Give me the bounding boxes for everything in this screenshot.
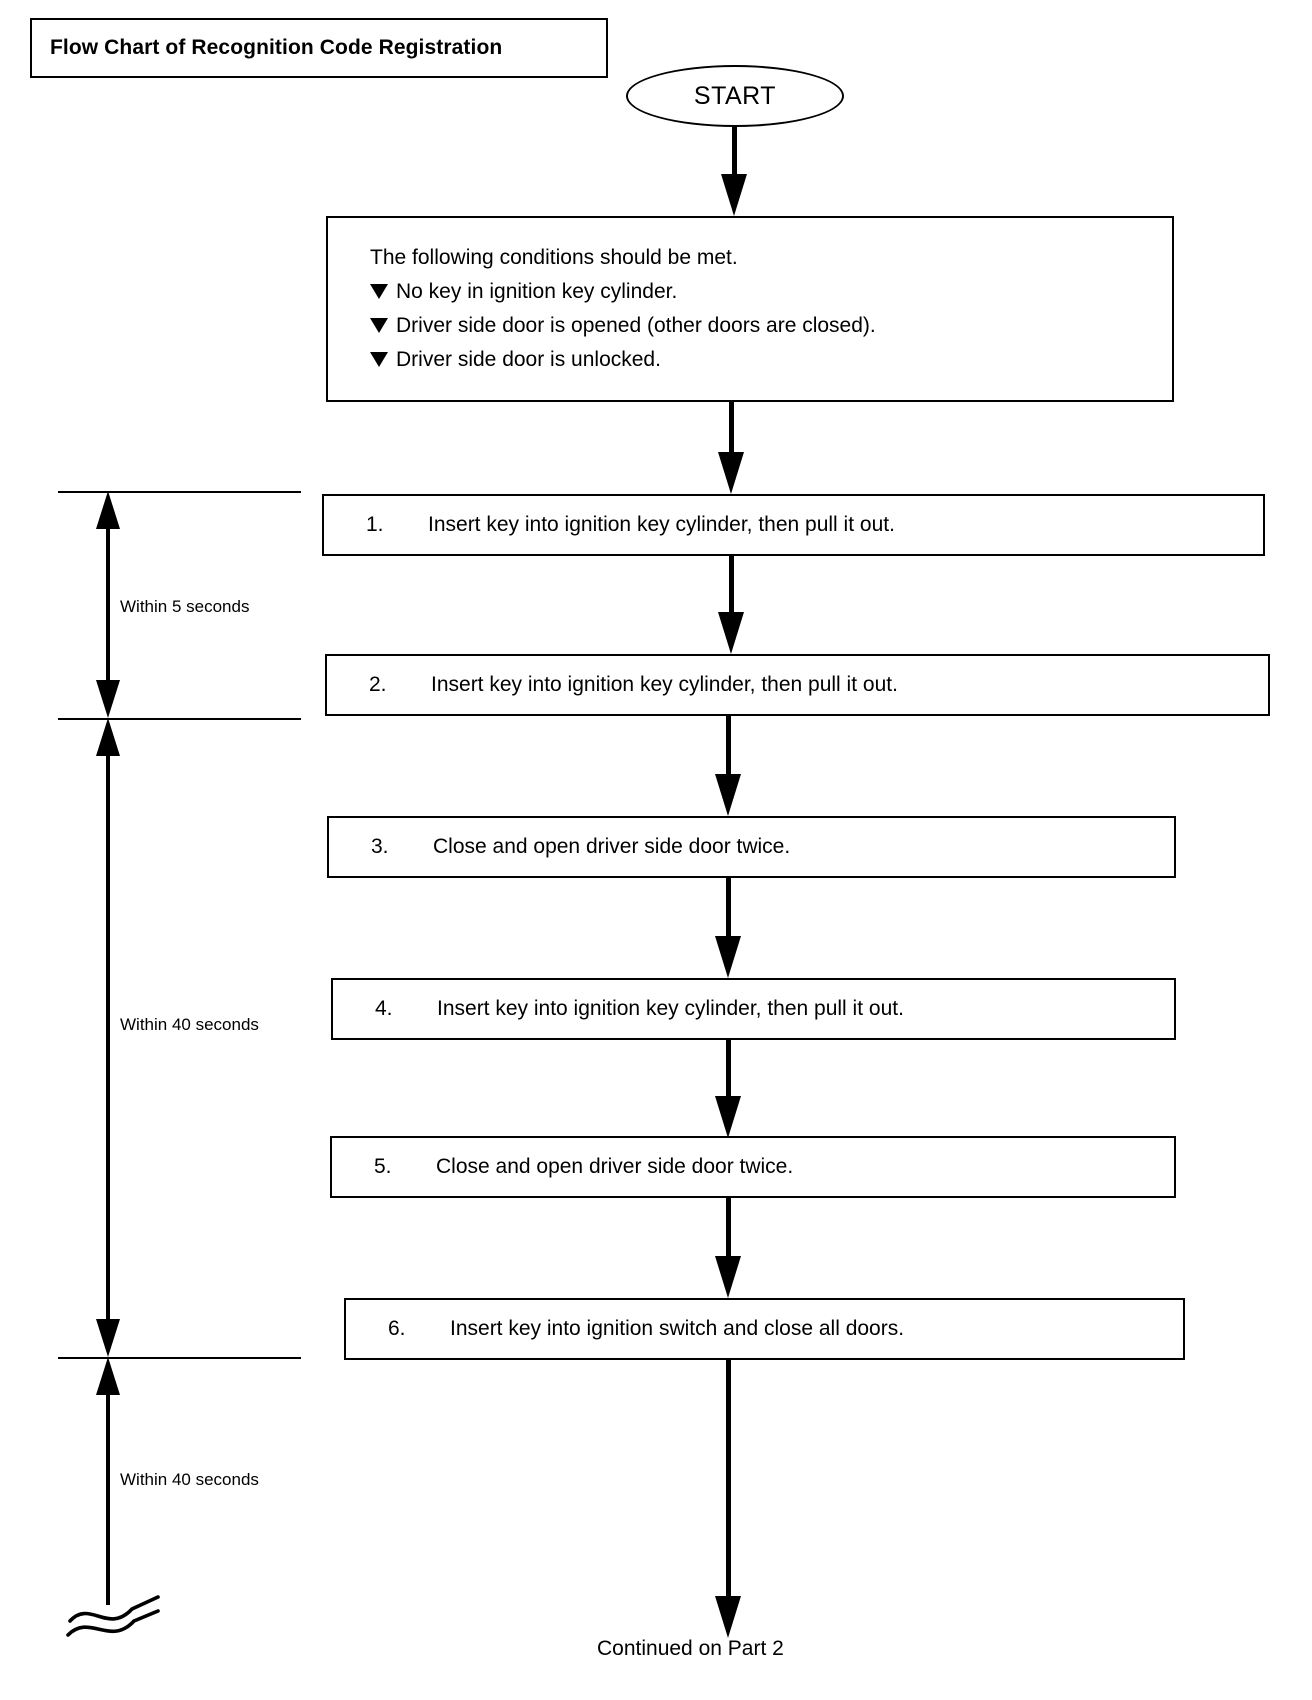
condition-item-2-label: Driver side door is opened (other doors … (396, 314, 876, 337)
connector-line (725, 716, 731, 778)
connector-line (728, 556, 734, 616)
timing-label-5-seconds: Within 5 seconds (120, 597, 250, 616)
step-1-text: Insert key into ignition key cylinder, t… (428, 513, 895, 536)
wavy-break-icon (62, 1595, 182, 1645)
start-label: START (693, 81, 777, 110)
step-4-number: 4. (375, 997, 393, 1020)
arrow-head-down-icon (718, 612, 744, 654)
connector-line (728, 402, 734, 457)
conditions-content: The following conditions should be met. … (328, 241, 876, 377)
step-box-2: 2. Insert key into ignition key cylinder… (325, 654, 1270, 716)
step-box-4: 4. Insert key into ignition key cylinder… (331, 978, 1176, 1040)
step-box-3: 3. Close and open driver side door twice… (327, 816, 1176, 878)
timing-rule-lower (58, 1357, 301, 1359)
step-1-row: 1. Insert key into ignition key cylinder… (324, 513, 895, 537)
step-6-text: Insert key into ignition switch and clos… (450, 1317, 905, 1340)
arrow-head-down-icon (715, 1256, 741, 1298)
arrow-head-down-icon (721, 174, 747, 216)
step-4-text: Insert key into ignition key cylinder, t… (437, 997, 904, 1020)
connector-line (725, 1360, 731, 1600)
timing-rule-top (58, 491, 301, 493)
step-3-number: 3. (371, 835, 389, 858)
conditions-box: The following conditions should be met. … (326, 216, 1174, 402)
step-box-5: 5. Close and open driver side door twice… (330, 1136, 1176, 1198)
timing-line (106, 521, 110, 688)
timing-label-40-seconds-b: Within 40 seconds (120, 1470, 259, 1489)
step-box-1: 1. Insert key into ignition key cylinder… (322, 494, 1265, 556)
triangle-down-bullet-icon (370, 282, 396, 303)
timing-line (106, 748, 110, 1327)
step-1-number: 1. (366, 513, 384, 536)
timing-rule-mid (58, 718, 301, 720)
step-6-number: 6. (388, 1317, 406, 1340)
condition-item-1: No key in ignition key cylinder. (370, 275, 876, 309)
timing-line (106, 1387, 110, 1605)
step-3-row: 3. Close and open driver side door twice… (329, 835, 790, 859)
condition-item-3: Driver side door is unlocked. (370, 343, 876, 377)
step-2-text: Insert key into ignition key cylinder, t… (431, 673, 898, 696)
step-5-number: 5. (374, 1155, 392, 1178)
triangle-down-bullet-icon (370, 316, 396, 337)
step-3-text: Close and open driver side door twice. (433, 835, 791, 858)
continued-note: Continued on Part 2 (597, 1637, 784, 1660)
step-5-row: 5. Close and open driver side door twice… (332, 1155, 793, 1179)
condition-item-2: Driver side door is opened (other doors … (370, 309, 876, 343)
connector-line (725, 1040, 731, 1100)
step-5-text: Close and open driver side door twice. (436, 1155, 794, 1178)
connector-line (725, 1198, 731, 1260)
arrow-head-down-icon (718, 452, 744, 494)
arrow-head-down-icon (715, 774, 741, 816)
start-terminator: START (626, 65, 844, 127)
condition-item-1-label: No key in ignition key cylinder. (396, 279, 678, 303)
connector-line (725, 878, 731, 940)
step-4-row: 4. Insert key into ignition key cylinder… (333, 997, 904, 1021)
connector-line (731, 127, 737, 179)
step-6-row: 6. Insert key into ignition switch and c… (346, 1317, 904, 1341)
timing-label-40-seconds-a: Within 40 seconds (120, 1015, 259, 1034)
step-box-6: 6. Insert key into ignition switch and c… (344, 1298, 1185, 1360)
triangle-down-bullet-icon (370, 350, 396, 371)
arrow-head-down-icon (715, 936, 741, 978)
page-title: Flow Chart of Recognition Code Registrat… (50, 36, 503, 59)
arrow-head-down-icon (96, 680, 120, 718)
arrow-head-down-icon (715, 1096, 741, 1138)
chart-title-box: Flow Chart of Recognition Code Registrat… (30, 18, 608, 78)
step-2-row: 2. Insert key into ignition key cylinder… (327, 673, 898, 697)
arrow-head-down-icon (715, 1596, 741, 1638)
step-2-number: 2. (369, 673, 387, 696)
condition-item-3-label: Driver side door is unlocked. (396, 348, 661, 372)
conditions-heading: The following conditions should be met. (370, 245, 738, 269)
arrow-head-down-icon (96, 1319, 120, 1357)
